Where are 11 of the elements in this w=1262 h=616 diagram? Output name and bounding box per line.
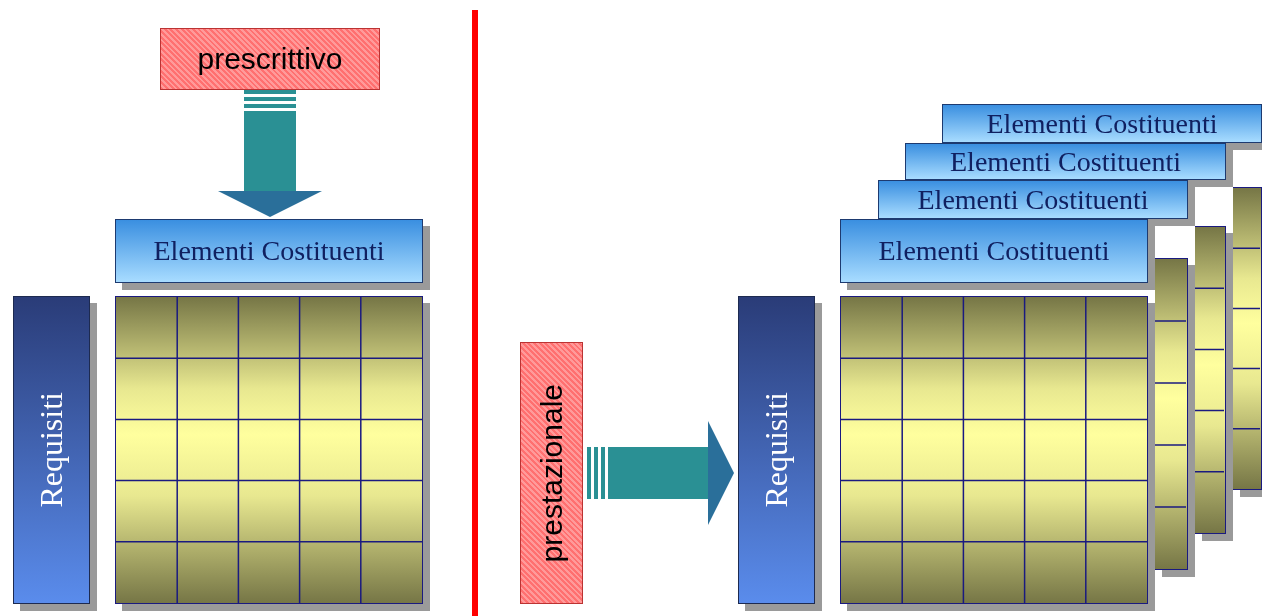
- axis-title: Requisiti: [33, 392, 70, 508]
- label-text: prescrittivo: [197, 42, 343, 76]
- column-title: Elementi Costituenti: [950, 145, 1181, 178]
- label-box: [520, 342, 583, 604]
- column-title: Elementi Costituenti: [917, 183, 1149, 216]
- column-title: Elementi Costituenti: [878, 235, 1110, 267]
- label-text: prestazionale: [534, 383, 569, 563]
- axis-title: Requisiti: [758, 392, 795, 508]
- label-box: [160, 28, 380, 90]
- column-title: Elementi Costituenti: [986, 107, 1218, 140]
- column-title: Elementi Costituenti: [153, 235, 385, 267]
